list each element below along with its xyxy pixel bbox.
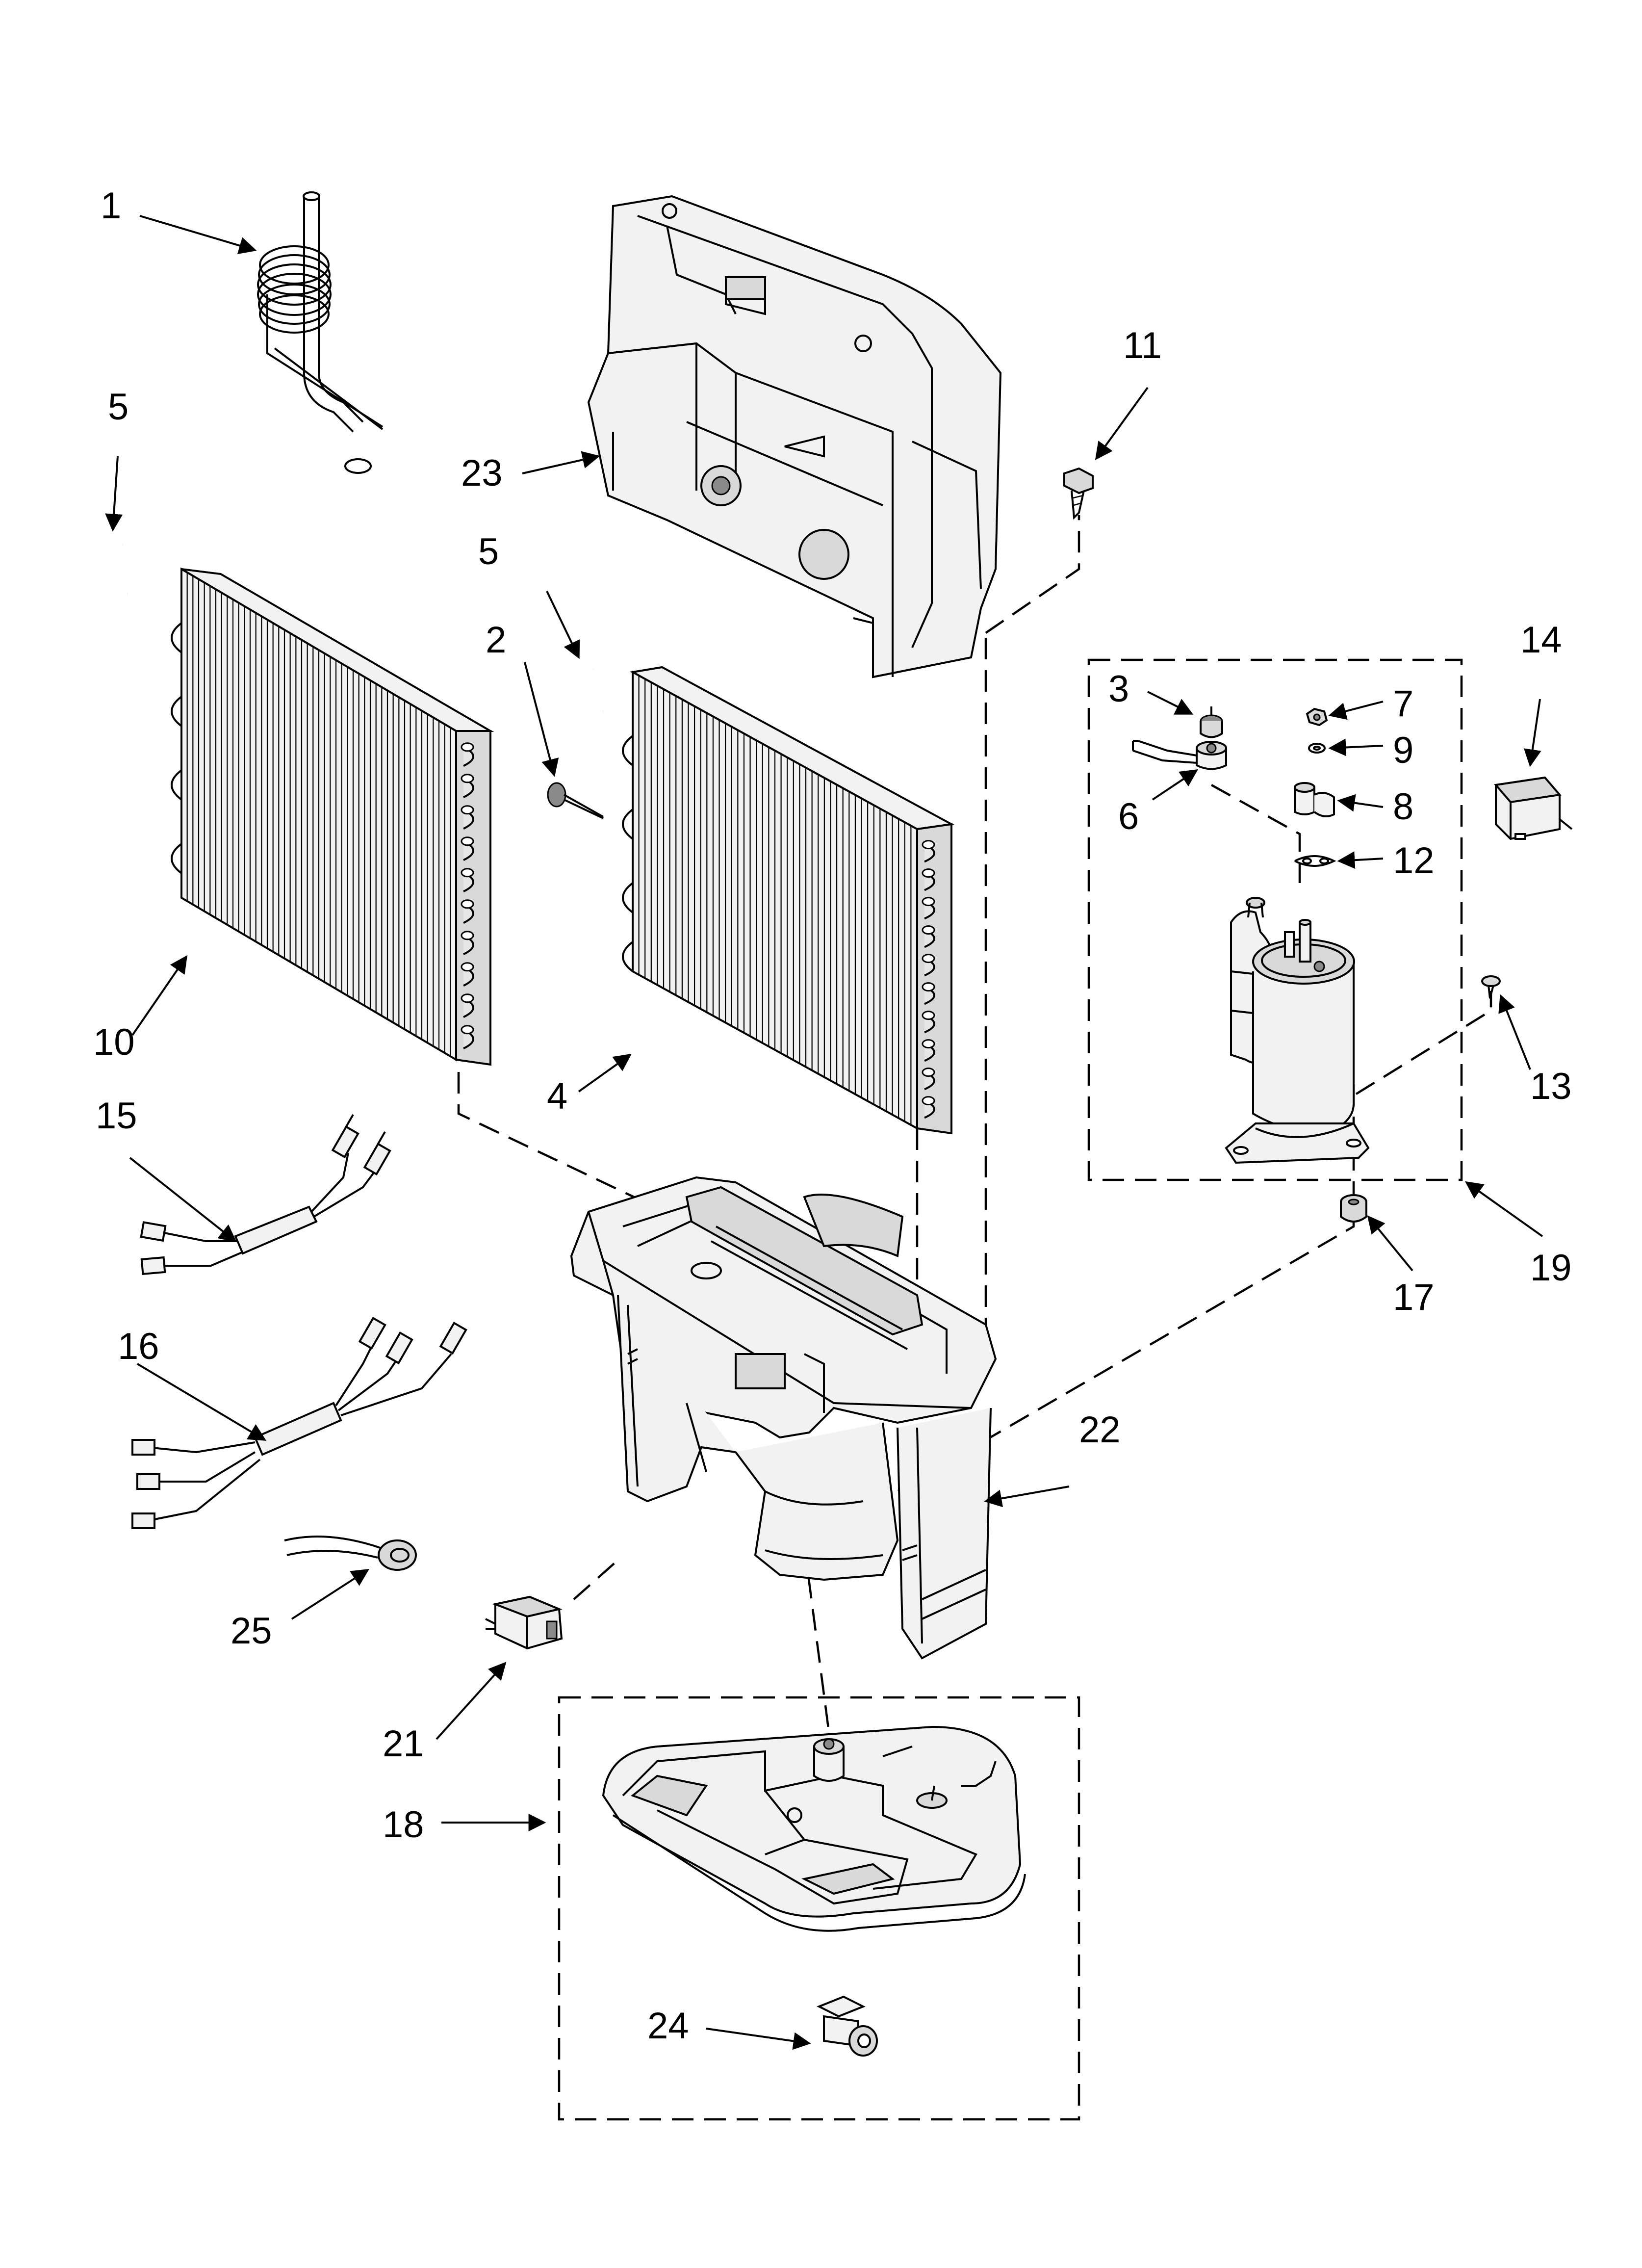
condenser-coil-part	[171, 567, 494, 1066]
callout-5-center: 5	[478, 531, 499, 573]
callout-1: 1	[101, 185, 121, 227]
screw-13-part	[1481, 975, 1501, 999]
callout-9: 9	[1393, 730, 1413, 771]
callout-4: 4	[547, 1075, 567, 1117]
callout-25: 25	[231, 1610, 272, 1652]
callout-19: 19	[1530, 1247, 1572, 1289]
callout-7: 7	[1393, 683, 1413, 725]
caster-base-part	[602, 1725, 1026, 1932]
callout-8: 8	[1393, 786, 1413, 828]
callout-11: 11	[1123, 325, 1162, 366]
callout-5-left: 5	[108, 386, 128, 428]
compressor-part	[1225, 897, 1370, 1164]
callout-22: 22	[1079, 1409, 1121, 1451]
callout-16: 16	[118, 1326, 159, 1367]
capillary-tube-part	[257, 191, 384, 474]
compressor-grommet-17	[1340, 1194, 1367, 1223]
callout-2: 2	[486, 619, 506, 661]
wire-harness-16	[131, 1317, 467, 1529]
callout-21: 21	[383, 1723, 424, 1765]
washer-9	[1308, 743, 1326, 754]
callout-labels: 1 5 5 2 23 11 14 3 6 7 9 8 12 13 19 17 1…	[93, 185, 1572, 2047]
leader-arrows	[105, 215, 1543, 2050]
callout-13: 13	[1530, 1066, 1572, 1107]
clip-8	[1294, 782, 1335, 817]
grommet-12	[1294, 855, 1336, 867]
callout-24: 24	[647, 2005, 689, 2047]
callout-12: 12	[1393, 840, 1435, 882]
evaporator-coil-part	[622, 666, 955, 1135]
callout-6: 6	[1118, 796, 1139, 837]
thermistor-part	[284, 1536, 417, 1571]
callout-15: 15	[96, 1095, 137, 1137]
mounting-pin-part	[547, 782, 604, 819]
terminal-cover-3	[1200, 706, 1223, 738]
callout-17: 17	[1393, 1277, 1435, 1318]
callout-10: 10	[93, 1021, 135, 1063]
screw-11-part	[1063, 467, 1094, 520]
wire-harness-15	[140, 1114, 391, 1276]
callout-3: 3	[1108, 668, 1129, 710]
callout-18: 18	[383, 1804, 424, 1846]
callout-14: 14	[1520, 619, 1562, 661]
switch-part	[485, 1595, 563, 1650]
caster-part	[817, 1995, 878, 2057]
capacitor-bracket-6	[1132, 740, 1227, 770]
hose-clip-center	[576, 668, 604, 713]
hose-clip-left	[99, 543, 128, 596]
overload-relay-part	[1494, 776, 1573, 840]
base-pan-part	[570, 1176, 997, 1660]
nut-7	[1306, 707, 1328, 727]
callout-23: 23	[461, 452, 503, 494]
fan-shroud-part	[587, 195, 1002, 678]
